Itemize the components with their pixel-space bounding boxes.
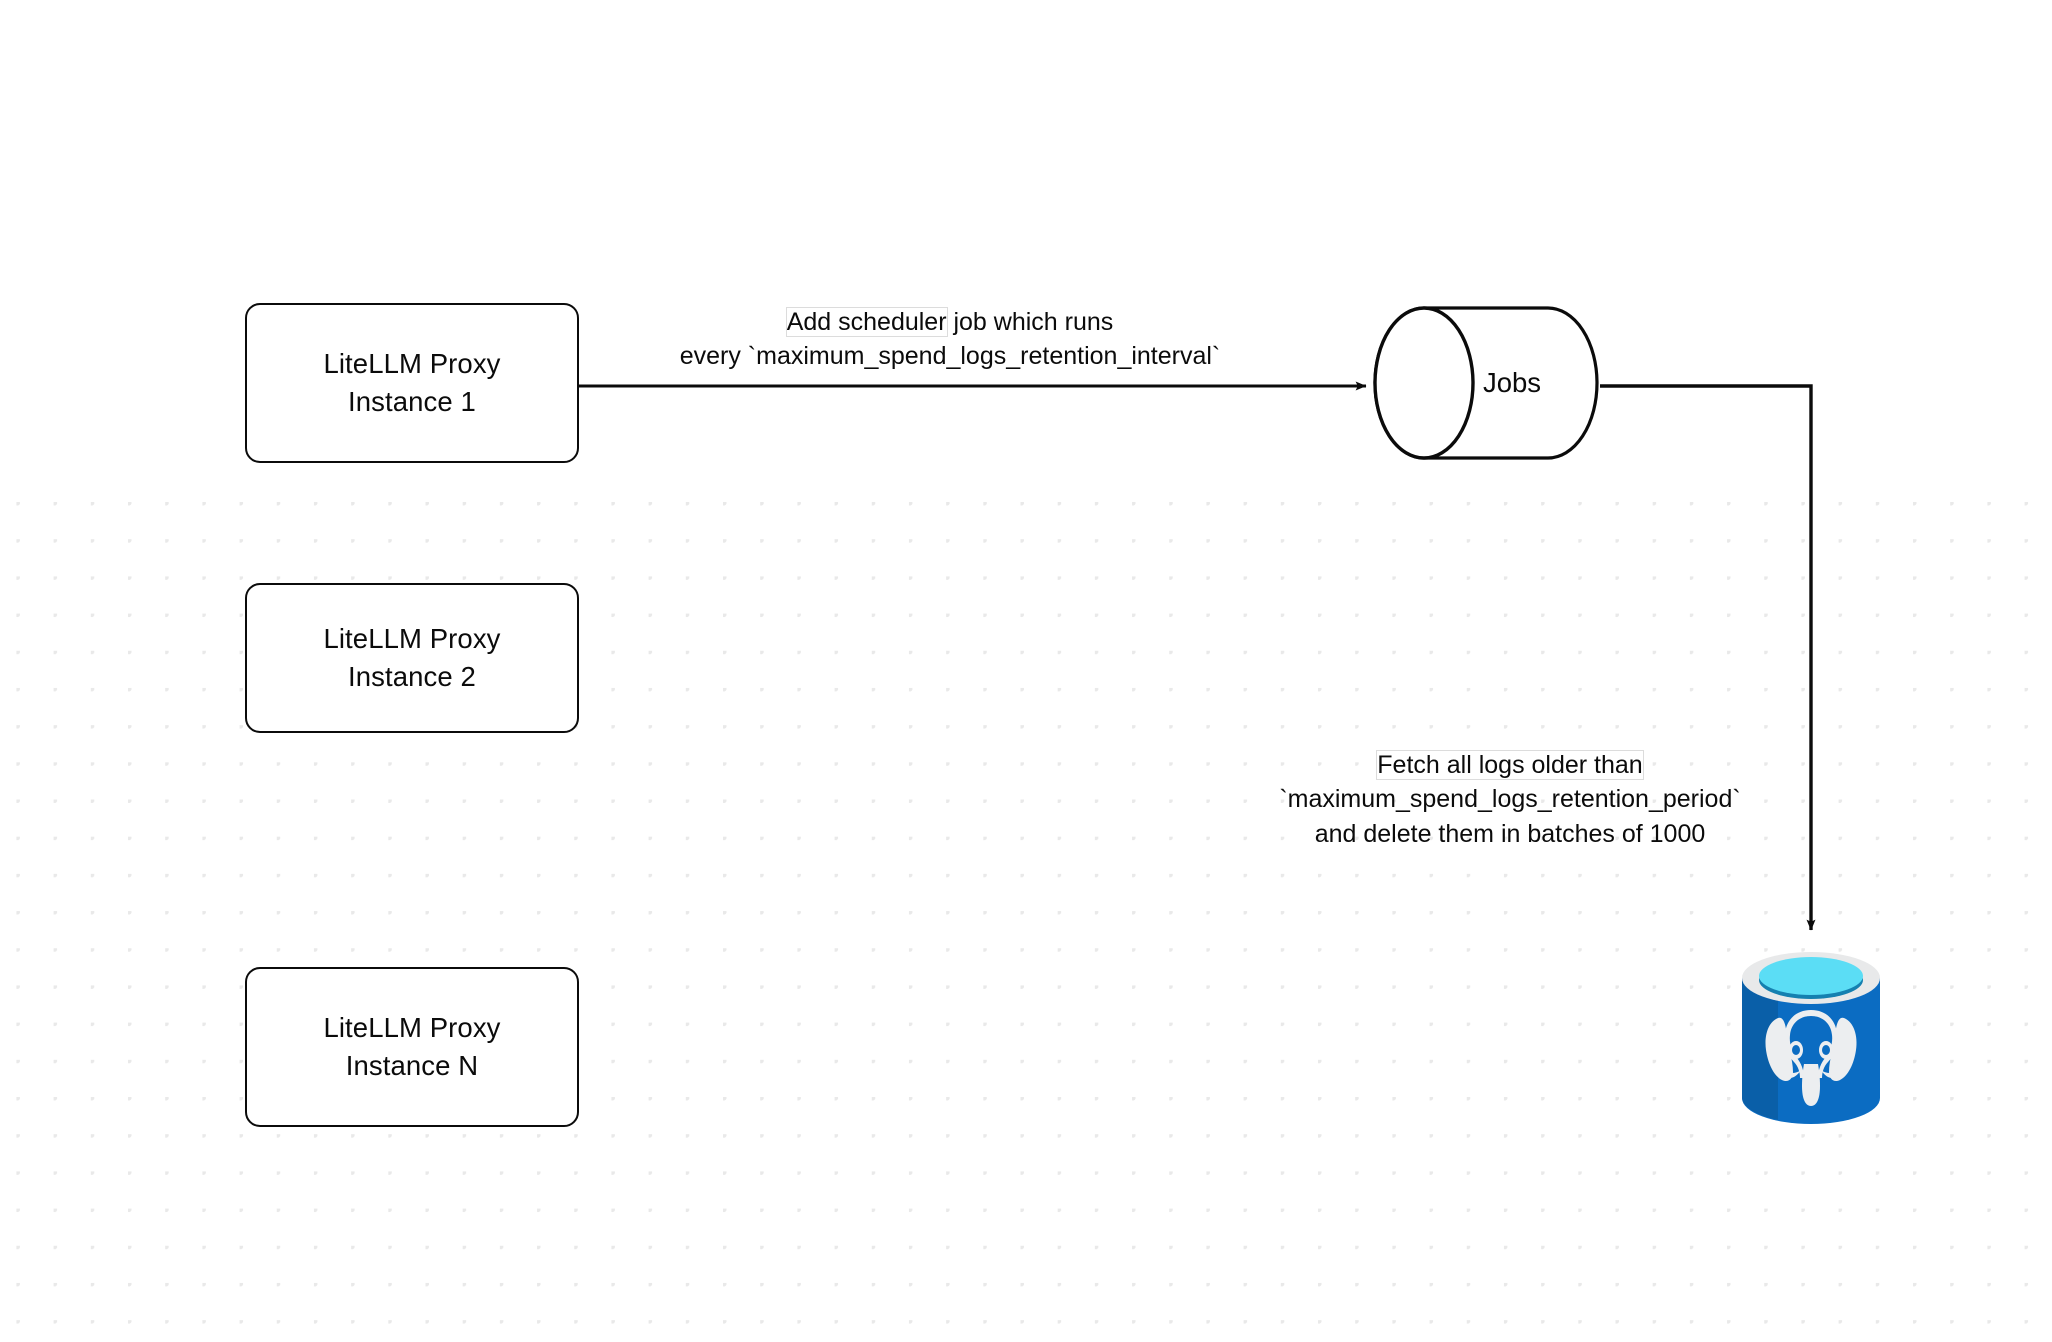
edge-label-fetch-line1: Fetch all logs older than [1230, 748, 1790, 782]
jobs-cylinder-shape [1373, 306, 1599, 460]
edge-label-fetch: Fetch all logs older than `maximum_spend… [1230, 748, 1790, 851]
node-litellm-proxy-instance-1[interactable]: LiteLLM Proxy Instance 1 [245, 303, 579, 463]
node-postgres-database[interactable] [1738, 946, 1884, 1130]
node-label-line1: LiteLLM Proxy [323, 1012, 501, 1044]
edge-label-scheduler: Add scheduler job which runs every `maxi… [600, 305, 1300, 374]
node-label-line2: Instance 1 [348, 386, 476, 417]
edge-label-fetch-line3: and delete them in batches of 1000 [1314, 819, 1706, 848]
node-label-line1: LiteLLM Proxy [323, 623, 501, 655]
node-jobs-queue[interactable]: Jobs [1372, 305, 1600, 461]
node-label-line2: Instance N [345, 1050, 479, 1081]
edge-label-fetch-line2: `maximum_spend_logs_retention_period` [1279, 785, 1741, 814]
node-label-line1: LiteLLM Proxy [323, 348, 501, 380]
postgres-elephant-logo [1765, 1010, 1857, 1106]
jobs-node-label: Jobs [1482, 367, 1542, 398]
edge-label-rest: job which runs [946, 308, 1114, 336]
edge-label-fetch-highlight: Fetch all logs older than [1376, 750, 1644, 780]
edge-label-scheduler-line2: every `maximum_spend_logs_retention_inte… [679, 342, 1221, 371]
edge-label-scheduler-line1: Add scheduler job which runs [600, 305, 1300, 339]
node-litellm-proxy-instance-n[interactable]: LiteLLM Proxy Instance N [245, 967, 579, 1127]
node-label-line2: Instance 2 [348, 661, 476, 692]
postgres-elephant-eyes [1792, 1045, 1830, 1055]
postgres-database-icon [1742, 952, 1880, 1124]
node-litellm-proxy-instance-2[interactable]: LiteLLM Proxy Instance 2 [245, 583, 579, 733]
edge-label-highlight: Add scheduler [785, 307, 948, 337]
